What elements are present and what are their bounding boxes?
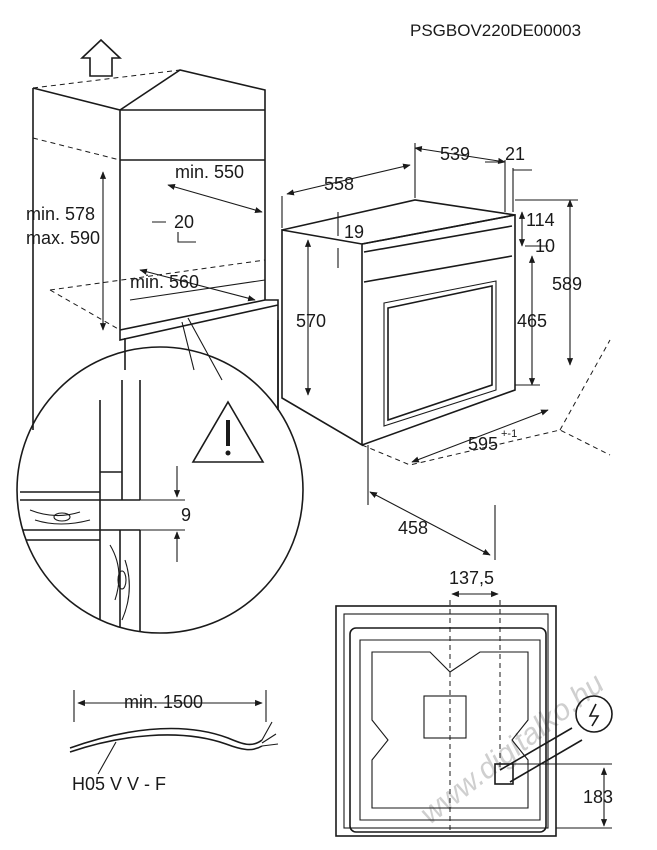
cable-length: min. 1500 [124, 692, 203, 712]
oven-appliance: 558 539 21 19 570 114 10 465 589 595 +-1… [281, 143, 611, 560]
oven-height: 570 [296, 311, 326, 331]
up-arrow-icon [79, 38, 123, 77]
niche-min-depth: min. 560 [130, 272, 199, 292]
oven-back-view: 137,5 183 [335, 568, 613, 837]
oven-front: 21 [505, 144, 525, 164]
oven-depth-bottom: 458 [398, 518, 428, 538]
oven-589: 589 [552, 274, 582, 294]
oven-114: 114 [526, 210, 555, 230]
niche-min-width: min. 550 [175, 162, 244, 182]
niche-max-height: max. 590 [26, 228, 100, 248]
niche-gap: 20 [174, 212, 194, 232]
power-plug-icon [588, 703, 600, 727]
detail-magnifier: 9 [16, 346, 304, 634]
niche-min-height: min. 578 [26, 204, 95, 224]
detail-gap: 9 [181, 505, 191, 525]
oven-width: 558 [324, 174, 354, 194]
warning-icon [191, 400, 265, 463]
oven-front-width: 595 [468, 434, 498, 454]
niche-cabinet: min. 550 min. 578 max. 590 20 min. 560 [26, 38, 279, 430]
back-offset: 137,5 [449, 568, 494, 588]
power-cable: min. 1500 H05 V V - F [69, 690, 279, 794]
oven-10: 10 [535, 236, 555, 256]
oven-top-offset: 19 [344, 222, 364, 242]
watermark: www.digitalko.hu [414, 667, 611, 831]
back-height: 183 [583, 787, 613, 807]
oven-tolerance: +-1 [501, 428, 517, 440]
oven-465: 465 [517, 311, 547, 331]
oven-depth: 539 [440, 144, 470, 164]
cable-type: H05 V V - F [72, 774, 166, 794]
product-code: PSGBOV220DE00003 [410, 21, 581, 40]
